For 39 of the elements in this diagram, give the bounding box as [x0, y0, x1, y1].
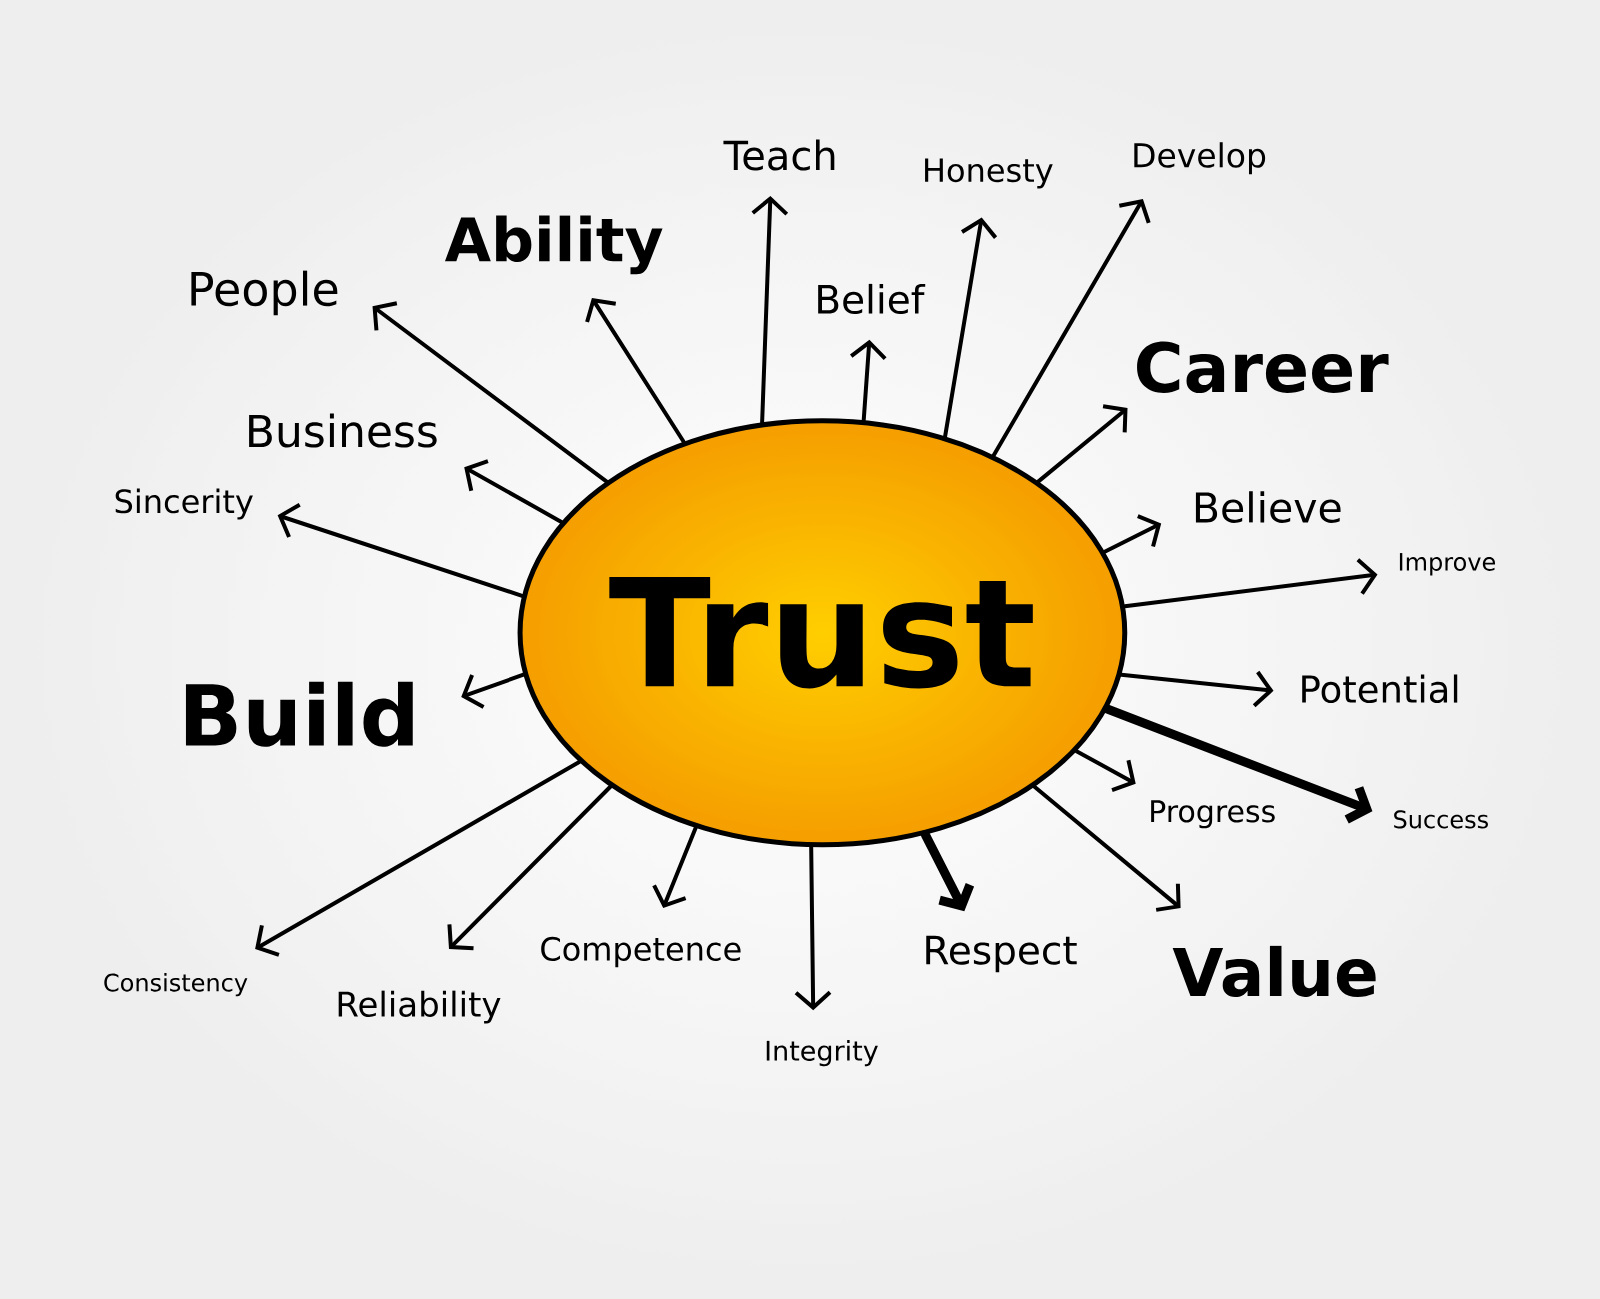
- arrow: [850, 339, 887, 423]
- arrow: [920, 830, 975, 912]
- arrow: [1032, 784, 1181, 912]
- keyword: Success: [1394, 810, 1488, 829]
- arrow: [255, 760, 582, 957]
- keyword: Develop: [1134, 142, 1266, 175]
- keyword: Consistency: [104, 973, 248, 997]
- arrow: [1102, 704, 1373, 824]
- arrow: [943, 217, 998, 439]
- keyword: Potential: [1302, 674, 1458, 704]
- keyword: Value: [1172, 945, 1376, 997]
- keyword: People: [191, 270, 338, 316]
- arrow: [372, 301, 609, 484]
- arrow: [585, 298, 686, 444]
- keyword: Reliability: [338, 990, 501, 1024]
- keyword: Career: [1137, 341, 1389, 393]
- keyword: Believe: [1195, 491, 1341, 523]
- keyword: Respect: [926, 935, 1077, 973]
- keyword: Improve: [1399, 553, 1495, 576]
- arrow: [751, 195, 789, 425]
- arrow: [1036, 404, 1128, 484]
- arrow: [652, 825, 698, 909]
- arrow: [464, 459, 564, 524]
- keyword: Ability: [444, 215, 663, 275]
- keyword: Competence: [541, 936, 741, 968]
- keyword: Progress: [1151, 800, 1275, 829]
- arrow: [1122, 558, 1378, 609]
- keyword: Build: [185, 681, 413, 747]
- keyword: Teach: [723, 139, 835, 171]
- keyword: Sincerity: [115, 488, 253, 520]
- keyword: Belief: [818, 283, 926, 315]
- keyword: Honesty: [925, 158, 1053, 189]
- arrow: [991, 199, 1151, 458]
- arrow: [447, 784, 613, 951]
- keyword: Integrity: [766, 1040, 878, 1067]
- arrow: [277, 502, 525, 598]
- arrow: [1119, 670, 1274, 708]
- arrow: [794, 845, 832, 1011]
- keyword: Business: [249, 413, 437, 448]
